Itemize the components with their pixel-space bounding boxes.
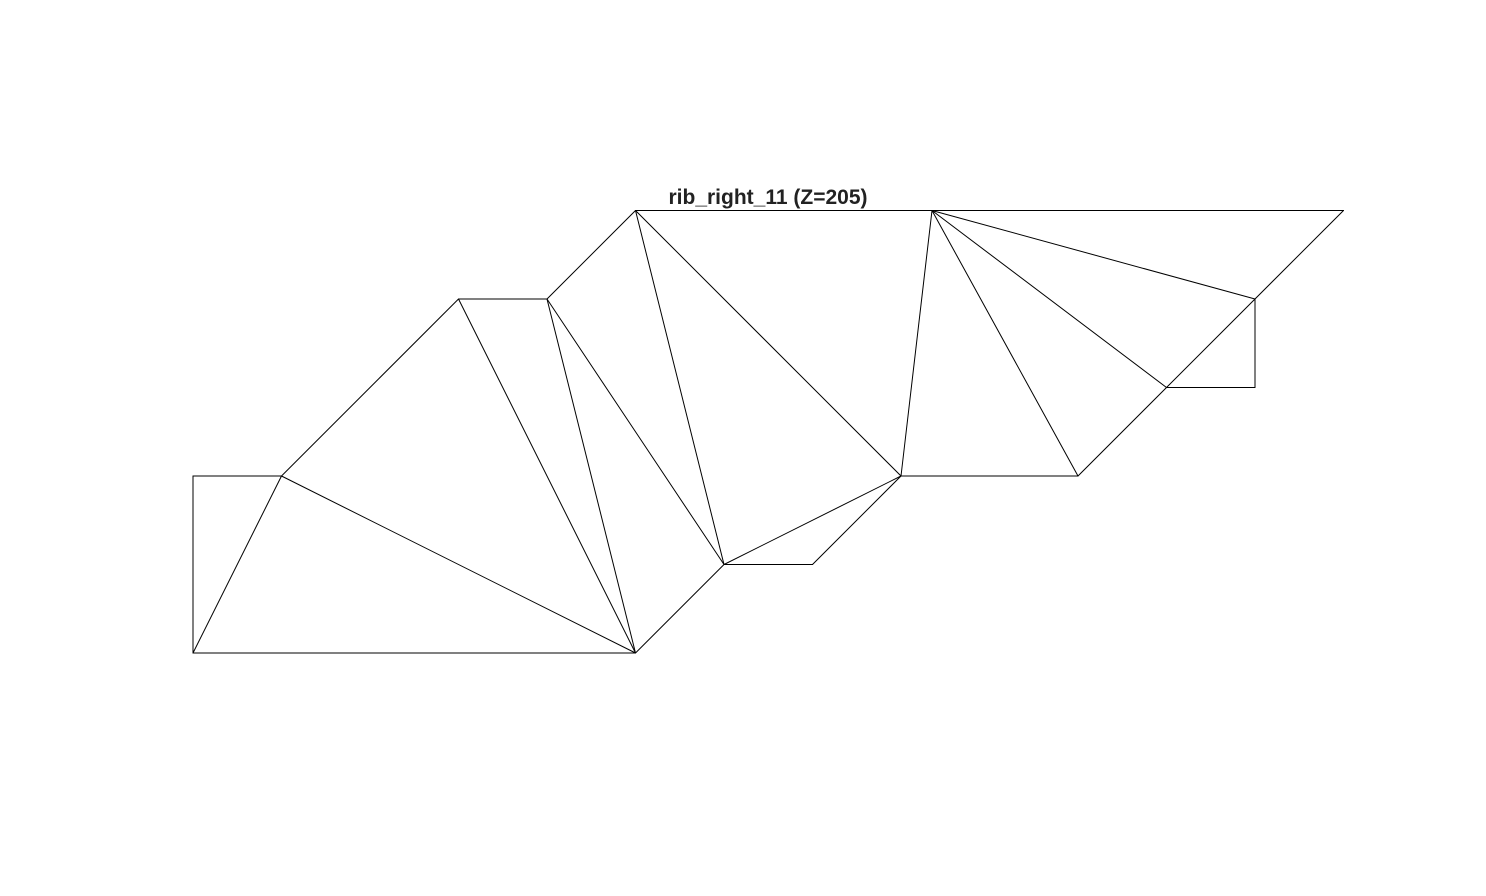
mesh-edge-v4-v7 bbox=[546, 298, 725, 565]
mesh-edge-v10-v12 bbox=[931, 210, 1167, 388]
mesh-edge-v7-v9 bbox=[723, 475, 902, 565]
mesh-edge-v10-v11 bbox=[931, 210, 1079, 477]
mesh-edge-v11-v12 bbox=[1077, 387, 1167, 477]
figure-title: rib_right_11 (Z=205) bbox=[669, 186, 868, 209]
mesh-edge-v2-v3 bbox=[281, 298, 459, 477]
mesh-edge-v2-v6 bbox=[281, 475, 636, 654]
mesh-edge-v4-v6 bbox=[546, 298, 636, 654]
mesh-edge-v8-v9 bbox=[812, 475, 902, 565]
mesh-edge-v9-v10 bbox=[900, 210, 933, 477]
mesh-edge-v0-v2 bbox=[192, 475, 282, 654]
mesh-edge-v13-v15 bbox=[1254, 210, 1344, 300]
mesh-edge-v12-v13 bbox=[1166, 298, 1256, 388]
mesh-edge-v10-v13 bbox=[931, 210, 1256, 300]
mesh-edge-v4-v5 bbox=[546, 210, 636, 300]
mesh-edge-v6-v7 bbox=[635, 564, 725, 654]
mesh-edge-v5-v9 bbox=[635, 210, 902, 477]
mesh-edge-v5-v7 bbox=[635, 210, 725, 565]
mesh-edge-v3-v6 bbox=[458, 298, 636, 654]
mesh-edges bbox=[192, 210, 1344, 654]
